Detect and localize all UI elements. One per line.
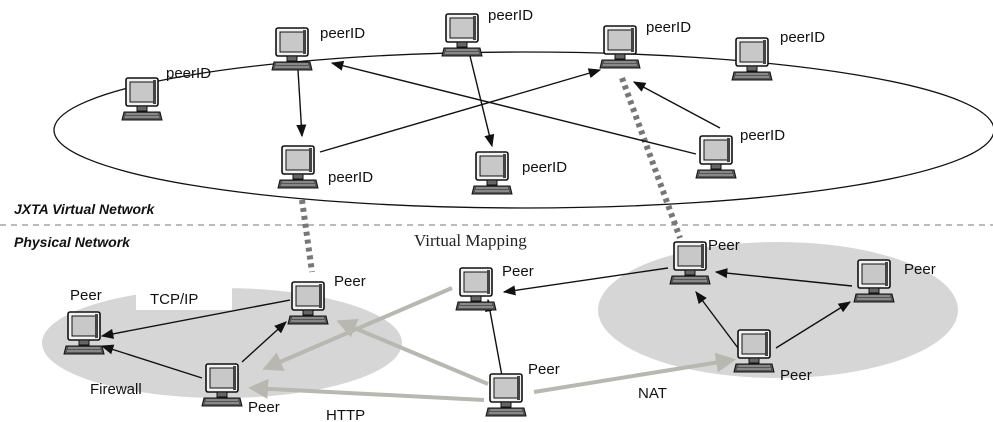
tcpip-label: TCP/IP <box>150 291 198 308</box>
physical-network-title: Physical Network <box>14 234 131 250</box>
http-label: HTTP <box>326 407 365 422</box>
node-label: Peer <box>708 237 740 254</box>
computer-icon <box>271 27 313 71</box>
computer-icon <box>731 37 773 81</box>
computer-icon <box>121 77 163 121</box>
computer-icon <box>695 135 737 179</box>
physical-node: Peer <box>63 287 105 355</box>
link-tcpip <box>100 299 291 339</box>
virtual-network-ring <box>53 51 993 209</box>
physical-node: Peer <box>853 259 936 303</box>
computer-icon <box>853 259 895 303</box>
virtual-link-3 <box>330 60 697 155</box>
node-label: peerID <box>740 127 785 144</box>
virtual-node: peerID <box>471 151 567 195</box>
computer-icon <box>471 151 513 195</box>
computer-icon <box>599 25 641 69</box>
node-label: Peer <box>502 263 534 280</box>
computer-icon <box>485 373 527 417</box>
node-label: peerID <box>780 29 825 46</box>
virtual-node: peerID <box>271 25 365 71</box>
node-label: peerID <box>488 7 533 24</box>
node-label: Peer <box>780 367 812 384</box>
tcpip-label-box <box>136 288 232 310</box>
physical-node: Peer <box>201 363 280 416</box>
virtual-link-1 <box>296 69 307 138</box>
virtual-link-5 <box>632 81 721 129</box>
gray-link-http <box>248 378 485 402</box>
computer-icon <box>441 13 483 57</box>
virtual-node: peerID <box>277 145 373 189</box>
firewall-label: Firewall <box>90 381 142 398</box>
virtual-node: peerID <box>441 7 533 57</box>
virtual-mapping-line-left <box>299 199 315 273</box>
virtual-node: peerID <box>121 65 211 121</box>
virtual-link-2 <box>319 68 602 153</box>
virtual-mapping-label: Virtual Mapping <box>414 231 527 250</box>
computer-icon <box>669 241 711 285</box>
physical-node: Peer <box>287 273 366 325</box>
link-right-peer-left <box>714 268 853 287</box>
gray-link-nat <box>533 352 736 394</box>
gray-link-2 <box>336 318 489 386</box>
computer-icon <box>733 329 775 373</box>
link-nat-peer-right <box>775 301 852 349</box>
link-nat-peer-up <box>695 290 739 349</box>
computer-icon <box>201 363 243 407</box>
node-label: Peer <box>528 361 560 378</box>
computer-icon <box>287 281 329 325</box>
link-nat-to-center <box>502 267 669 296</box>
node-label: peerID <box>166 65 211 82</box>
virtual-node: peerID <box>695 127 785 179</box>
nat-label: NAT <box>638 385 667 402</box>
node-label: peerID <box>320 25 365 42</box>
node-label: Peer <box>334 273 366 290</box>
physical-node: Peer <box>669 237 740 285</box>
node-label: Peer <box>248 399 280 416</box>
virtual-network-title: JXTA Virtual Network <box>14 201 156 217</box>
link-firewall-peer-left <box>100 344 203 379</box>
node-label: Peer <box>70 287 102 304</box>
node-label: Peer <box>904 261 936 278</box>
node-label: peerID <box>328 169 373 186</box>
node-label: peerID <box>522 159 567 176</box>
computer-icon <box>277 145 319 189</box>
link-http-peer-up <box>485 298 503 377</box>
physical-node: Peer <box>733 329 812 384</box>
computer-icon <box>63 311 105 355</box>
physical-node: Peer <box>455 263 534 311</box>
virtual-link-4 <box>469 55 495 148</box>
node-label: peerID <box>646 19 691 36</box>
computer-icon <box>455 267 497 311</box>
virtual-node: peerID <box>731 29 825 81</box>
physical-node: Peer <box>485 361 560 417</box>
link-firewall-peer-up <box>241 321 287 363</box>
virtual-node: peerID <box>599 19 691 69</box>
